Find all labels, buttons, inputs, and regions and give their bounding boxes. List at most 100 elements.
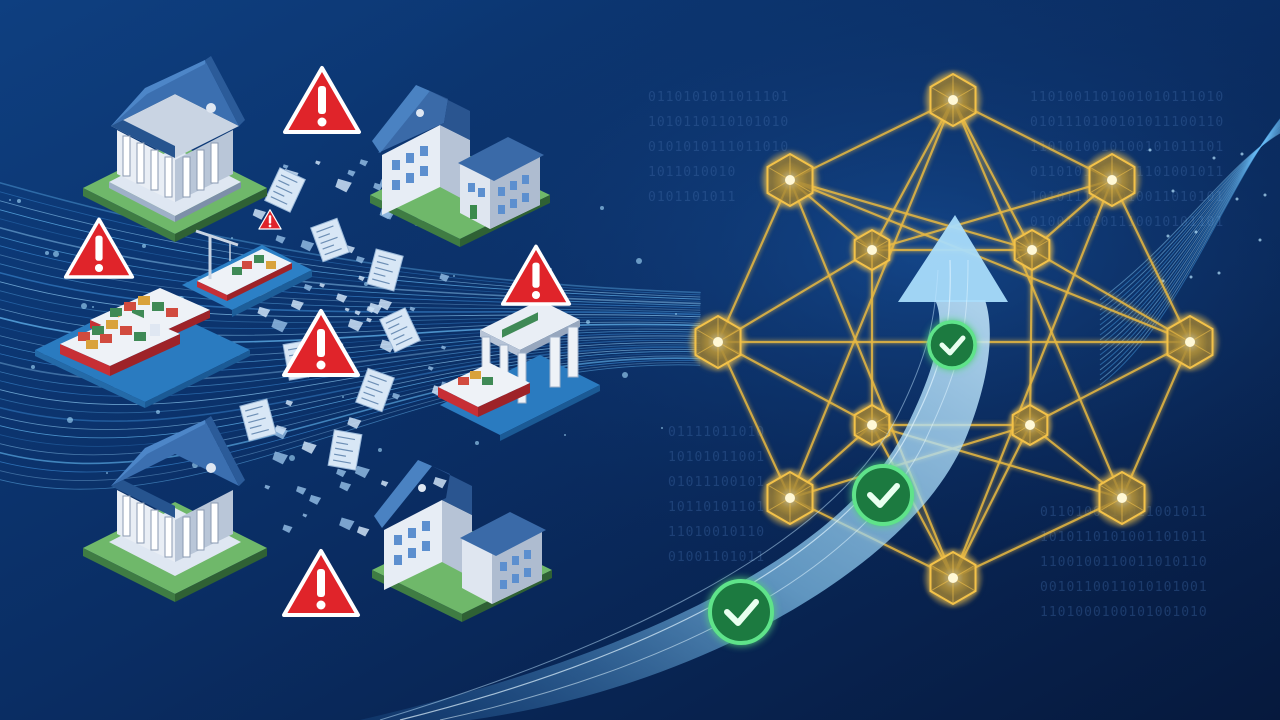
stream-dot bbox=[1161, 279, 1165, 283]
check-circle-icon bbox=[708, 579, 774, 645]
arrow-stream-line bbox=[379, 269, 939, 720]
glass-shard bbox=[359, 159, 369, 167]
warning-mark bbox=[532, 262, 540, 288]
node-core bbox=[867, 245, 877, 255]
glass-shard bbox=[427, 366, 434, 371]
stream-line bbox=[0, 359, 701, 473]
node-core bbox=[1107, 175, 1117, 185]
stream-dot bbox=[378, 448, 382, 452]
binary-line: 1010110101001101011 bbox=[1040, 530, 1208, 545]
document-line bbox=[375, 266, 393, 273]
warning-icon bbox=[258, 209, 282, 230]
binary-line: 1100100110011010110 bbox=[1040, 555, 1208, 570]
document-fragment-icon bbox=[310, 217, 350, 263]
network-link bbox=[951, 179, 1114, 579]
stream-dot bbox=[231, 237, 233, 239]
warning-mark bbox=[268, 215, 272, 224]
warning-icon bbox=[283, 66, 361, 134]
stream-line bbox=[1099, 124, 1280, 351]
stream-dot bbox=[600, 206, 604, 210]
stream-dot bbox=[1189, 275, 1193, 279]
document-line bbox=[378, 255, 396, 262]
stream-line bbox=[0, 263, 701, 313]
node-core bbox=[1027, 245, 1037, 255]
document-line bbox=[251, 428, 269, 435]
stream-line bbox=[1099, 125, 1280, 346]
stream-line bbox=[0, 353, 701, 447]
stream-dot bbox=[289, 455, 295, 461]
stream-dot bbox=[1166, 234, 1170, 238]
stream-dot bbox=[622, 372, 628, 378]
warning-dot bbox=[94, 263, 104, 273]
office-building-icon bbox=[372, 460, 552, 622]
stream-line bbox=[0, 344, 701, 414]
document-line bbox=[363, 391, 376, 397]
bank-building-icon bbox=[83, 416, 267, 602]
document-fragment-icon bbox=[355, 367, 395, 413]
stream-dot bbox=[1194, 230, 1198, 234]
stream-dot bbox=[142, 244, 146, 248]
network-link bbox=[788, 99, 955, 499]
binary-line: 1011010010 bbox=[648, 165, 736, 180]
document-line bbox=[369, 374, 387, 383]
glass-shard bbox=[344, 307, 350, 312]
document-fragment-icon bbox=[264, 167, 306, 213]
document-line bbox=[245, 405, 263, 412]
node-core bbox=[785, 493, 795, 503]
stream-line bbox=[0, 191, 701, 296]
document-line bbox=[367, 380, 380, 386]
document-line bbox=[336, 441, 349, 446]
warning-mark bbox=[318, 86, 326, 114]
document-line bbox=[385, 315, 403, 324]
glass-shard bbox=[378, 298, 392, 311]
stream-dot bbox=[1217, 271, 1221, 275]
glass-shard bbox=[302, 513, 308, 518]
binary-line: 0101101011 bbox=[648, 190, 736, 205]
stream-line bbox=[1099, 130, 1280, 311]
stream-line bbox=[0, 346, 701, 422]
node-core bbox=[1117, 493, 1127, 503]
document-line bbox=[324, 247, 342, 256]
document-line bbox=[335, 447, 353, 452]
glass-shard bbox=[252, 208, 266, 220]
document-line bbox=[320, 236, 338, 244]
glass-shard bbox=[301, 441, 317, 454]
warning-icon bbox=[282, 549, 360, 617]
stream-line bbox=[1099, 126, 1280, 336]
document-line bbox=[388, 323, 400, 330]
glass-shard bbox=[441, 345, 447, 350]
document-line bbox=[270, 196, 288, 205]
glass-shard bbox=[439, 273, 450, 282]
bank-building-icon bbox=[83, 56, 267, 242]
stream-line bbox=[0, 342, 701, 405]
glass-shard bbox=[282, 164, 289, 169]
warning-icon bbox=[500, 244, 572, 306]
glass-shard bbox=[366, 317, 372, 323]
document-line bbox=[278, 179, 290, 186]
warnings bbox=[63, 66, 572, 617]
blockchain-network bbox=[686, 68, 1222, 610]
stream-dot bbox=[1212, 156, 1216, 160]
node-core bbox=[948, 573, 958, 583]
node-core bbox=[867, 420, 877, 430]
document-line bbox=[376, 261, 389, 266]
document-line bbox=[373, 272, 386, 277]
stream-line bbox=[0, 200, 701, 298]
stream-line bbox=[1099, 127, 1280, 331]
glass-shard bbox=[271, 318, 288, 333]
stream-dot bbox=[675, 313, 677, 315]
node-core bbox=[785, 175, 795, 185]
document-line bbox=[361, 397, 379, 405]
stream-line bbox=[1099, 129, 1280, 316]
stream-dot bbox=[17, 199, 21, 203]
network-link bbox=[871, 178, 1113, 252]
stream-line bbox=[0, 362, 701, 481]
stream-dot bbox=[31, 365, 35, 369]
stream-dot bbox=[1258, 238, 1262, 242]
binary-line: 0100110101110010101101 bbox=[1030, 215, 1224, 230]
stream-line bbox=[0, 364, 701, 490]
binary-line: 01111011010 bbox=[668, 425, 765, 440]
binary-line: 1101001101001010111010 bbox=[1030, 90, 1224, 105]
stream-line bbox=[1099, 121, 1280, 366]
office-building-icon bbox=[370, 85, 550, 247]
